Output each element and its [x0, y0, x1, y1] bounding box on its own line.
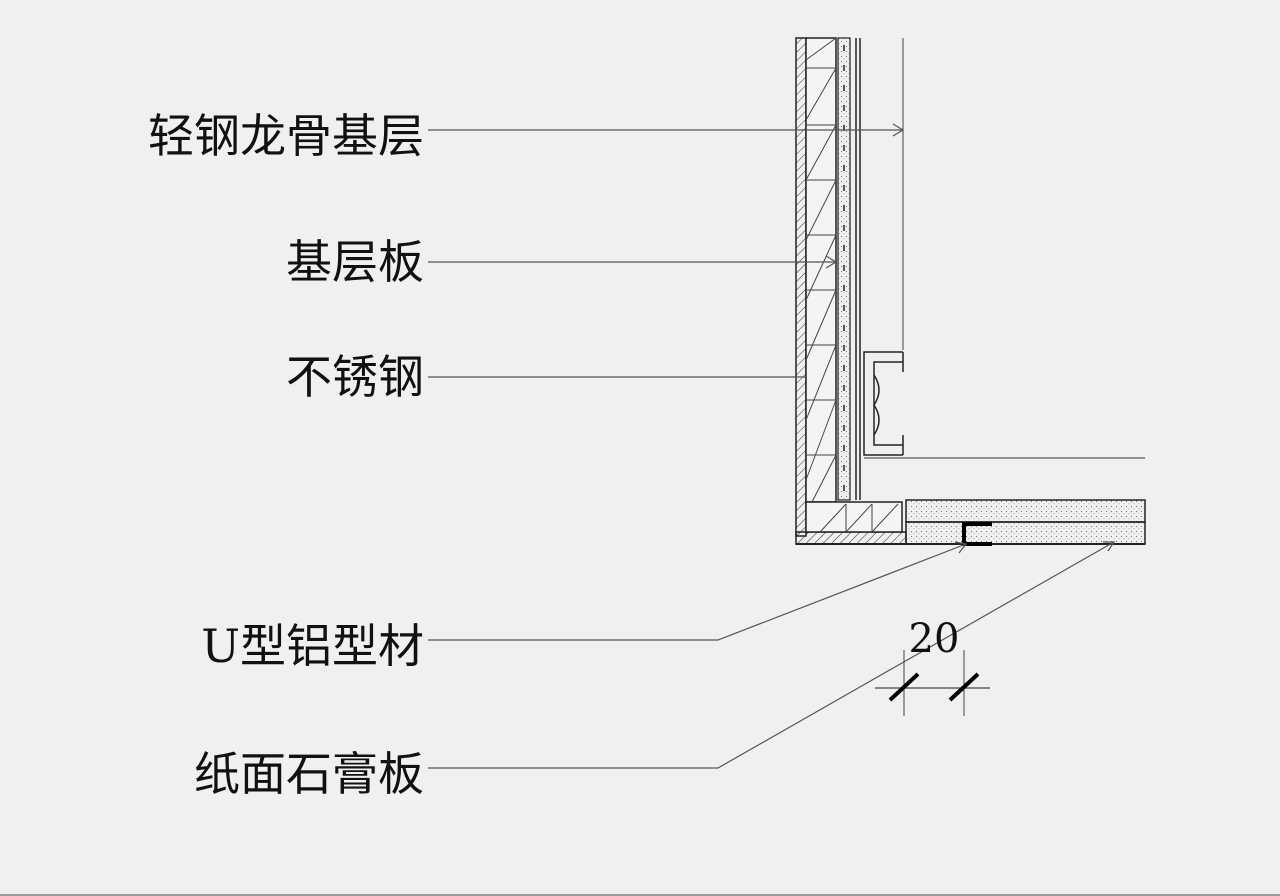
bottom-border [0, 894, 1280, 896]
wall-assembly [795, 37, 1145, 545]
base-board [805, 37, 903, 533]
label-u-aluminum-profile: U型铝型材 [201, 619, 424, 673]
dimension-20: 20 [875, 616, 990, 716]
inner-gypsum-layer [837, 37, 861, 501]
u-aluminum-profile [962, 522, 992, 546]
c-channel-keel [863, 351, 904, 456]
leader-lines [428, 123, 1116, 769]
label-light-steel-keel: 轻钢龙骨基层 [148, 109, 424, 163]
dimension-value: 20 [909, 616, 960, 662]
label-base-board: 基层板 [286, 235, 424, 289]
label-stainless-steel: 不锈钢 [286, 350, 424, 404]
label-gypsum-board: 纸面石膏板 [194, 747, 424, 801]
material-labels: 轻钢龙骨基层 基层板 不锈钢 U型铝型材 纸面石膏板 [148, 109, 424, 801]
gypsum-ceiling [905, 499, 1146, 545]
